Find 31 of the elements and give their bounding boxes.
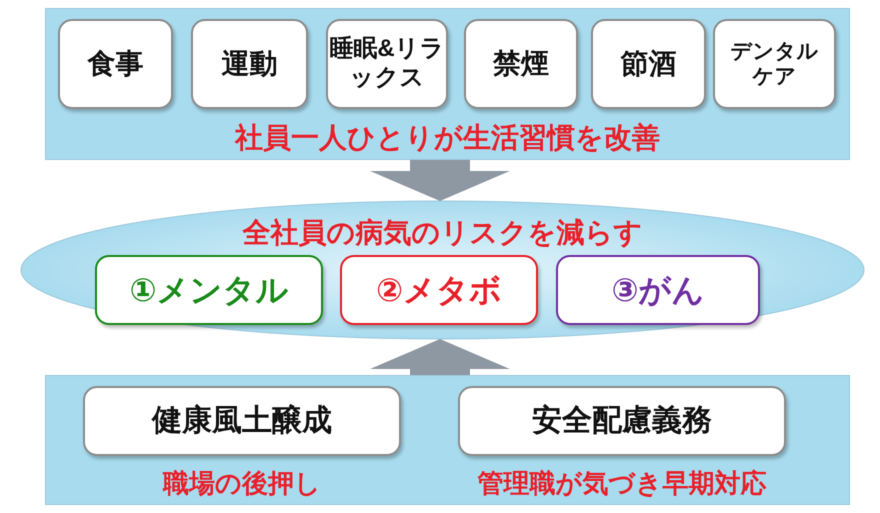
box-label: デンタルケア xyxy=(730,38,820,90)
rounded-box xyxy=(556,255,760,325)
ellipse-heading: 全社員の病気のリスクを減らす xyxy=(242,216,642,250)
note-text: 職場の後押し xyxy=(163,467,321,500)
rounded-box xyxy=(191,19,308,109)
box-label: 睡眠&リラックス xyxy=(328,35,446,93)
rounded-box xyxy=(591,19,706,109)
rounded-box xyxy=(83,386,401,456)
rounded-box xyxy=(58,19,173,109)
box-label: 安全配慮義務 xyxy=(532,403,712,439)
box-label: 節酒 xyxy=(620,47,676,81)
box-label: 運動 xyxy=(222,47,278,81)
rounded-box xyxy=(326,19,448,109)
ellipse-shape xyxy=(20,200,865,340)
rounded-box xyxy=(340,255,538,325)
band-caption: 社員一人ひとりが生活習慣を改善 xyxy=(235,121,660,155)
box-label: 健康風土醸成 xyxy=(152,403,332,439)
block-arrow xyxy=(370,339,510,375)
note-text: 管理職が気づき早期対応 xyxy=(478,467,766,500)
band-panel xyxy=(45,8,850,160)
box-label: 禁煙 xyxy=(493,47,549,81)
rounded-box xyxy=(713,19,836,109)
box-label: 食事 xyxy=(88,47,144,81)
box-label: ②メタボ xyxy=(376,270,502,310)
box-label: ③がん xyxy=(611,270,705,310)
block-arrow xyxy=(370,160,510,201)
box-label: ①メンタル xyxy=(129,270,289,310)
rounded-box xyxy=(464,19,578,109)
rounded-box xyxy=(95,255,323,325)
band-panel xyxy=(45,375,850,505)
rounded-box xyxy=(458,386,786,456)
